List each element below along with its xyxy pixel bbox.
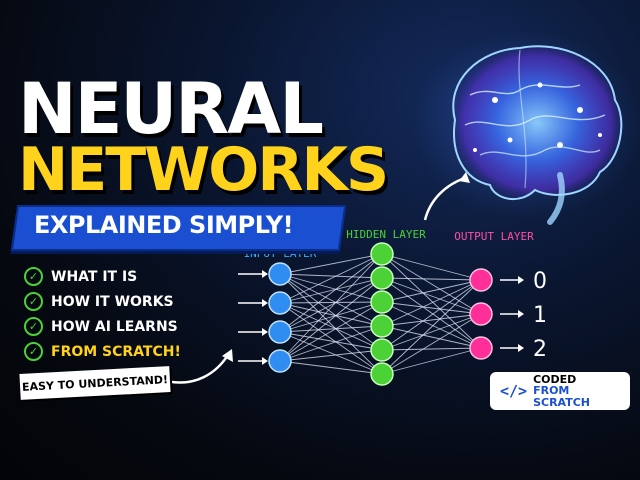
connection-line	[381, 277, 482, 315]
check-item: ✓ FROM SCRATCH!	[24, 339, 181, 364]
connection-line	[381, 313, 482, 327]
check-icon: ✓	[24, 292, 43, 311]
check-label: HOW AI LEARNS	[51, 318, 178, 335]
connection-line	[381, 253, 482, 315]
hidden-layer-label: HIDDEN LAYER	[346, 228, 426, 241]
connection-line	[279, 325, 383, 362]
connection-line	[381, 253, 482, 281]
connection-line	[381, 277, 482, 281]
output-node	[469, 302, 493, 326]
title-networks: NETWORKS	[18, 135, 389, 205]
connection-line	[381, 279, 482, 351]
connection-line	[279, 277, 383, 333]
output-arrow-head	[518, 276, 524, 284]
connection-line	[381, 347, 482, 351]
brain-icon	[452, 45, 623, 225]
easy-sticker-text: EASY TO UNDERSTAND!	[21, 372, 169, 394]
hidden-node	[370, 266, 394, 290]
connection-line	[279, 349, 383, 362]
connection-line	[279, 253, 383, 362]
output-layer-label: OUTPUT LAYER	[454, 230, 534, 243]
connection-line	[279, 301, 383, 304]
code-icon: </>	[500, 382, 528, 400]
arrow-icon	[459, 172, 470, 183]
connection-line	[279, 302, 383, 375]
output-node	[469, 336, 493, 360]
feature-checklist: ✓ WHAT IT IS ✓ HOW IT WORKS ✓ HOW AI LEA…	[24, 264, 181, 364]
badge-line-coded: CODED	[533, 372, 577, 386]
connection-line	[381, 325, 482, 349]
connection-line	[279, 273, 383, 351]
connection-line	[381, 313, 482, 375]
output-arrow-head	[518, 344, 524, 352]
connection-line	[279, 302, 383, 351]
connection-line	[381, 301, 482, 315]
hidden-node	[370, 314, 394, 338]
input-arrow-head	[262, 357, 268, 365]
check-label: WHAT IT IS	[51, 268, 138, 285]
connection-line	[279, 301, 383, 333]
connection-line	[279, 273, 383, 303]
input-node	[268, 291, 292, 315]
connection-line	[381, 347, 482, 375]
input-node	[268, 320, 292, 344]
hidden-node	[370, 242, 394, 266]
check-item: ✓ WHAT IT IS	[24, 264, 181, 289]
output-node	[469, 268, 493, 292]
coded-badge: </> CODED FROM SCRATCH	[490, 372, 630, 410]
connection-line	[381, 279, 482, 303]
hidden-node	[370, 290, 394, 314]
check-label: FROM SCRATCH!	[51, 343, 181, 360]
check-icon: ✓	[24, 267, 43, 286]
connection-line	[381, 253, 482, 349]
arrow-icon	[171, 354, 230, 384]
connection-line	[279, 331, 383, 351]
connection-line	[279, 360, 383, 375]
input-node	[268, 262, 292, 286]
hidden-node	[370, 362, 394, 386]
connection-line	[279, 277, 383, 304]
connection-line	[381, 277, 482, 349]
output-value: 0	[533, 269, 547, 294]
output-arrow-head	[518, 310, 524, 318]
input-arrow-head	[262, 328, 268, 336]
badge-text: CODED FROM SCRATCH	[533, 374, 630, 409]
connection-line	[279, 273, 383, 375]
connection-line	[279, 277, 383, 362]
connection-line	[381, 279, 482, 327]
connection-line	[381, 301, 482, 349]
connection-line	[381, 279, 482, 375]
arrow-icon	[222, 349, 233, 362]
subtitle-banner-text: EXPLAINED SIMPLY!	[34, 211, 294, 239]
connection-line	[279, 331, 383, 375]
connection-line	[279, 253, 383, 275]
connection-line	[279, 273, 383, 279]
badge-line-from-scratch: FROM SCRATCH	[533, 384, 591, 409]
connection-line	[381, 313, 482, 351]
connection-line	[279, 301, 383, 362]
connection-line	[279, 302, 383, 327]
input-arrow-head	[262, 270, 268, 278]
connection-line	[279, 253, 383, 304]
input-arrow-head	[262, 299, 268, 307]
check-item: ✓ HOW IT WORKS	[24, 289, 181, 314]
check-item: ✓ HOW AI LEARNS	[24, 314, 181, 339]
connection-line	[279, 325, 383, 333]
check-icon: ✓	[24, 317, 43, 336]
hidden-node	[370, 338, 394, 362]
check-label: HOW IT WORKS	[51, 293, 174, 310]
connection-line	[279, 273, 383, 327]
connection-line	[279, 253, 383, 333]
title-neural: NEURAL	[18, 68, 324, 150]
input-node	[268, 349, 292, 373]
output-value: 2	[533, 337, 547, 362]
check-icon: ✓	[24, 342, 43, 361]
output-value: 1	[533, 303, 547, 328]
